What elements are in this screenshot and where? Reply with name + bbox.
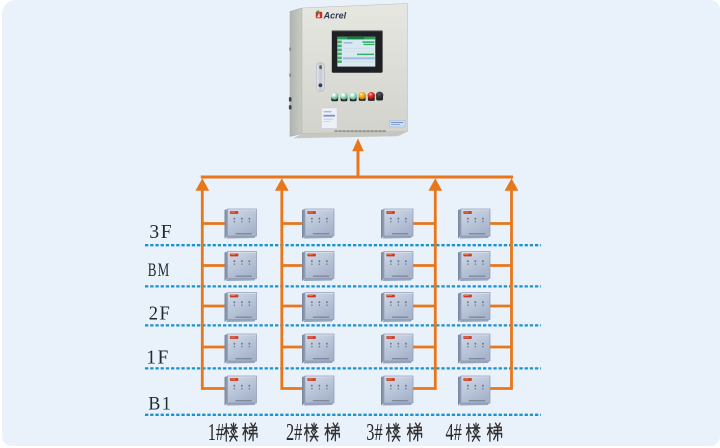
svg-text:3F: 3F	[149, 222, 173, 243]
svg-text:2F: 2F	[149, 303, 172, 325]
svg-text:BM: BM	[148, 258, 170, 280]
svg-text:1F: 1F	[146, 348, 170, 369]
svg-text:1#: 1#	[208, 420, 224, 446]
svg-text:2#: 2#	[286, 420, 302, 446]
svg-text:Acrel: Acrel	[323, 10, 347, 20]
svg-text:4#: 4#	[446, 420, 462, 446]
svg-text:B1: B1	[148, 393, 172, 415]
svg-text:3#: 3#	[366, 420, 382, 446]
